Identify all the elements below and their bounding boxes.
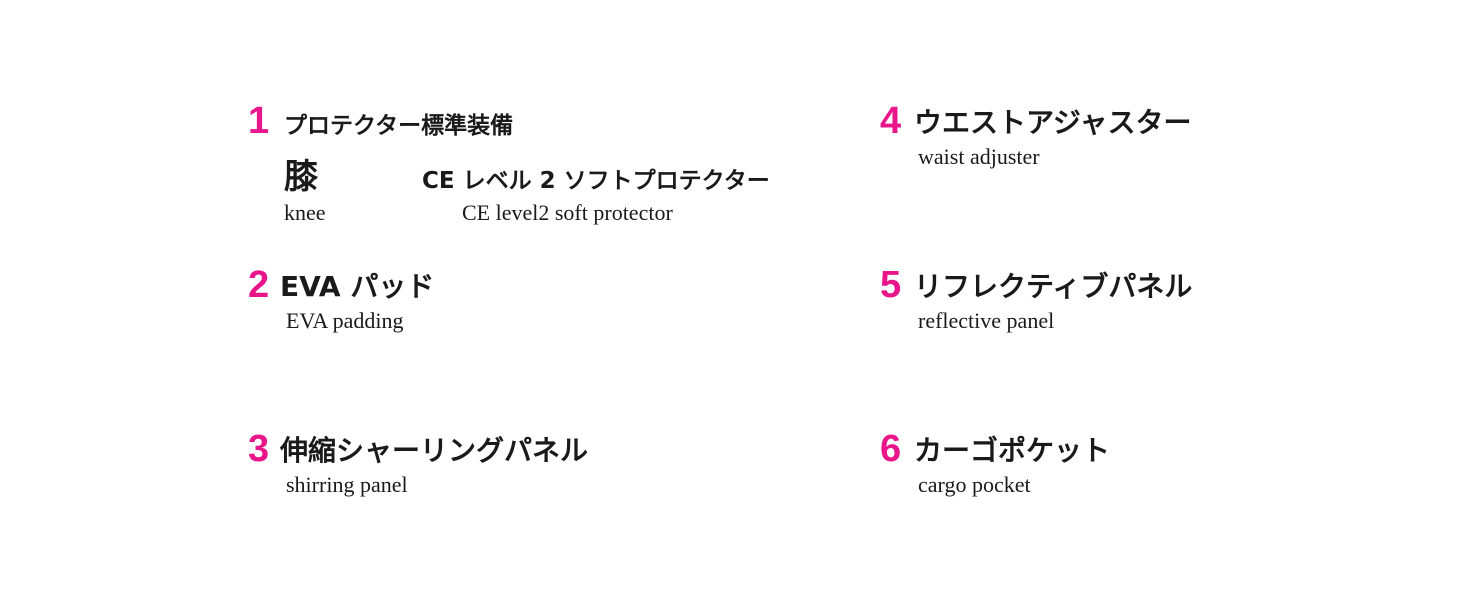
item-title-jp-6: カーゴポケット xyxy=(914,434,1111,467)
item-title-en-4: waist adjuster xyxy=(918,144,1040,169)
item-number-4: 4 xyxy=(880,100,902,142)
item-number-2: 2 xyxy=(248,264,270,306)
knee-label-jp: 膝 xyxy=(284,157,318,197)
item-title-jp-2: EVA パッド xyxy=(280,270,435,303)
protector-spec-jp: CE レベル 2 ソフトプロテクター xyxy=(422,168,770,194)
item-number-1: 1 xyxy=(248,100,270,142)
item-number-6: 6 xyxy=(880,428,902,470)
protector-spec-en: CE level2 soft protector xyxy=(462,200,673,225)
knee-label-en: knee xyxy=(284,200,326,225)
item-title-jp-4: ウエストアジャスター xyxy=(914,106,1192,139)
item-number-5: 5 xyxy=(880,264,902,306)
item-title-jp-1: プロテクター標準装備 xyxy=(284,113,514,139)
item-title-en-2: EVA padding xyxy=(286,308,404,333)
item-title-jp-5: リフレクティブパネル xyxy=(914,270,1193,303)
item-title-en-6: cargo pocket xyxy=(918,472,1031,497)
item-number-3: 3 xyxy=(248,428,270,470)
item-title-jp-3: 伸縮シャーリングパネル xyxy=(280,434,589,467)
item-title-en-5: reflective panel xyxy=(918,308,1055,333)
item-title-en-3: shirring panel xyxy=(286,472,408,497)
